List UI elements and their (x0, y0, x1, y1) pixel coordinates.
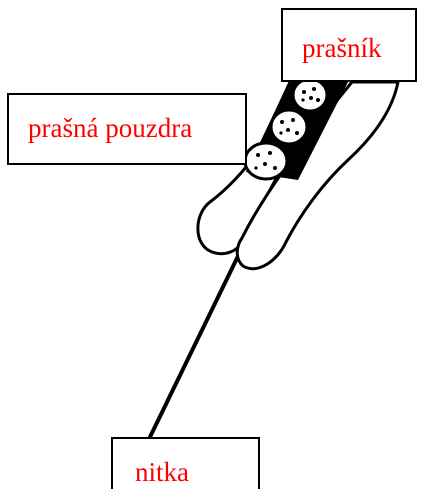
pollen-sac (291, 77, 329, 113)
label-box-prasna-pouzdra: prašná pouzdra (7, 93, 247, 165)
pollen-sac (269, 108, 309, 146)
filament-line (148, 250, 242, 439)
anther-right-lobe (235, 80, 400, 271)
label-nitka: nitka (135, 457, 189, 487)
label-box-prasnik: prašník (281, 8, 417, 82)
pollen-sac (243, 141, 289, 181)
label-prasna-pouzdra: prašná pouzdra (28, 113, 193, 143)
label-box-nitka: nitka (111, 437, 260, 489)
label-prasnik: prašník (302, 33, 382, 63)
